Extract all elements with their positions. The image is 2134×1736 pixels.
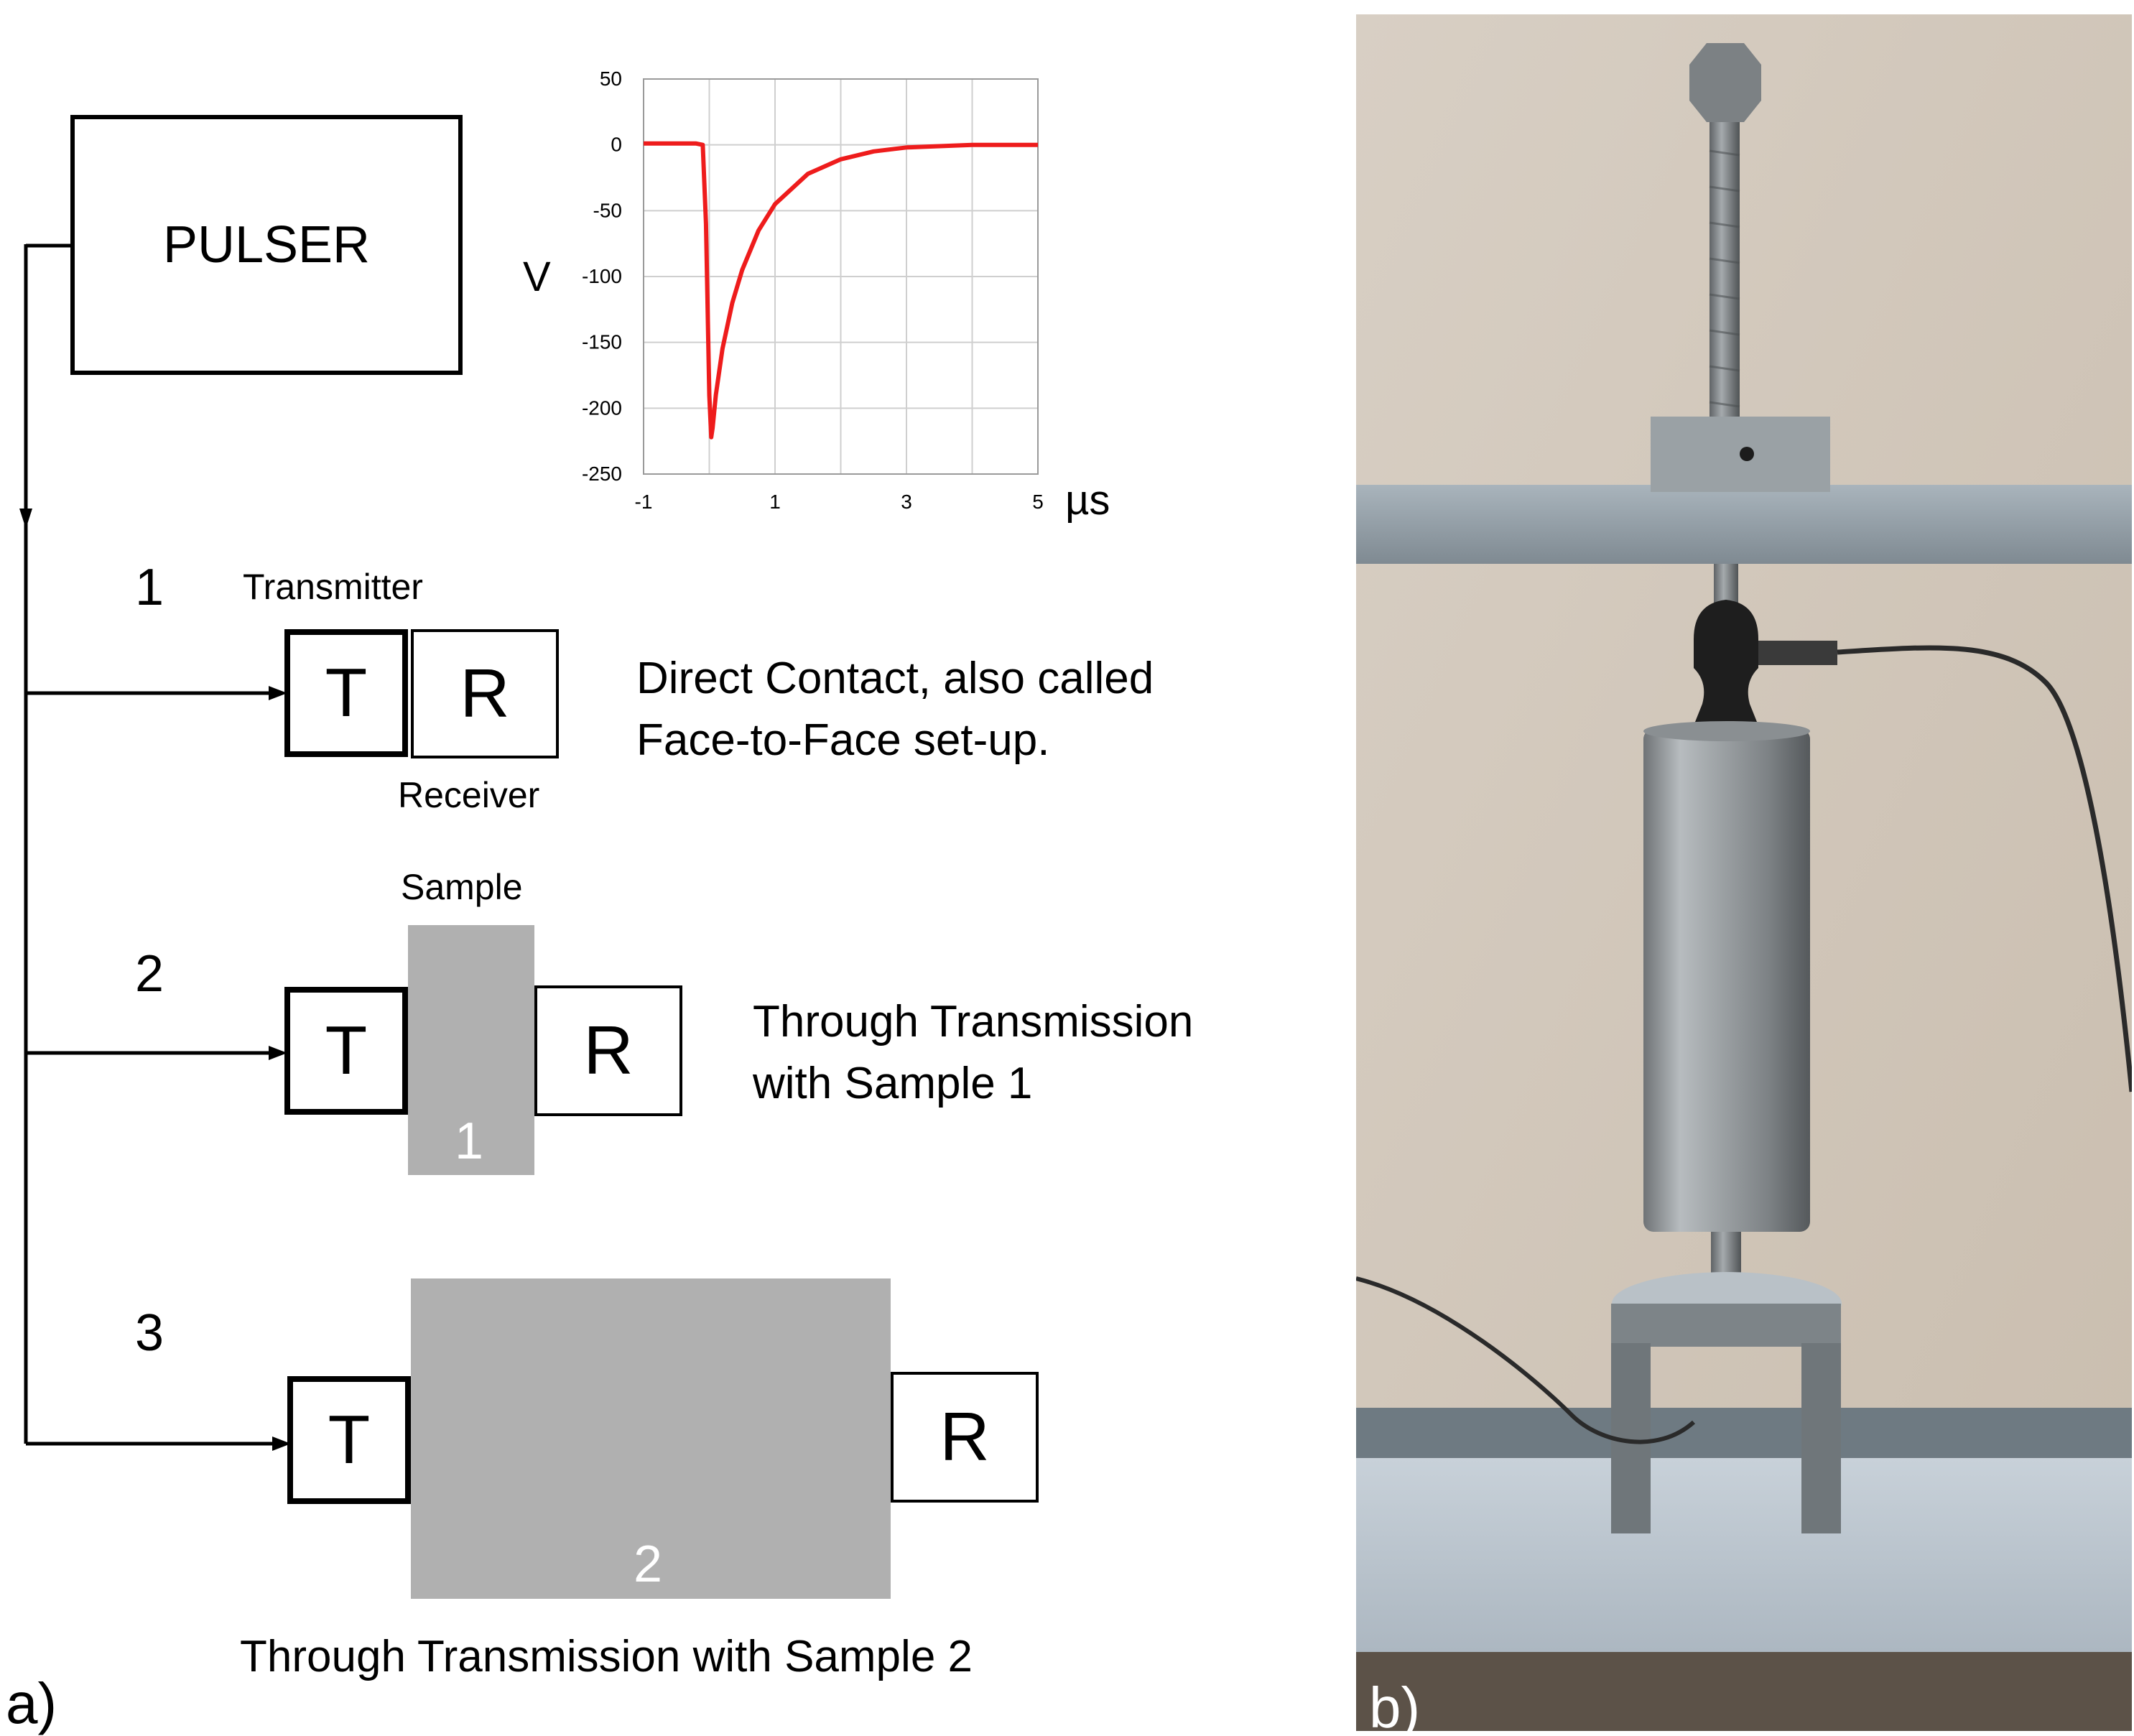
setup-1-receiver-label: R <box>460 655 510 732</box>
setup-3-receiver: R <box>891 1372 1039 1503</box>
wiring-diagram <box>19 243 291 1451</box>
setup-1-number: 1 <box>135 559 164 616</box>
photo-clamp-hole <box>1740 447 1754 461</box>
photo-receiver-cable <box>1356 1276 1696 1444</box>
setup-2-caption-line-1: Through Transmission <box>753 997 1194 1046</box>
setup-3-receiver-label: R <box>940 1398 990 1475</box>
branch-arrowhead-2 <box>269 1046 287 1060</box>
y-tick-label-5: -200 <box>582 396 622 419</box>
photo-cylinder-sample <box>1643 729 1810 1232</box>
setup-2-number: 2 <box>135 945 164 1003</box>
photo-lower-beam <box>1356 1408 2132 1458</box>
y-tick-label-3: -100 <box>582 265 622 287</box>
setup-3-number: 3 <box>135 1304 164 1362</box>
pulser-box: PULSER <box>70 115 463 375</box>
receiver-label: Receiver <box>398 775 540 815</box>
panel-b-label: b) <box>1369 1676 1421 1732</box>
setup-1-caption: Direct Contact, also called Face-to-Face… <box>636 648 1154 771</box>
setup-1-transmitter: T <box>284 629 408 757</box>
setup-1-transmitter-label: T <box>325 654 368 731</box>
photo-base-edge <box>1356 1652 2132 1731</box>
photo-cylinder-top <box>1643 721 1810 741</box>
sample-2-number: 2 <box>634 1536 663 1593</box>
setup-2-caption-line-2: with Sample 1 <box>753 1059 1033 1108</box>
photo-transducer-housing <box>1694 600 1758 725</box>
y-tick-label-0: 50 <box>600 68 622 90</box>
sample-label: Sample <box>401 867 523 907</box>
y-axis-label: V <box>523 254 551 300</box>
setup-1-receiver: R <box>411 629 559 758</box>
setup-2-caption: Through Transmission with Sample 1 <box>753 991 1193 1115</box>
setup-1-caption-line-1: Direct Contact, also called <box>636 654 1154 703</box>
pulser-label: PULSER <box>162 216 371 274</box>
y-tick-label-1: 0 <box>611 134 622 156</box>
sample-1-number: 1 <box>455 1113 484 1170</box>
setup-1-caption-line-2: Face-to-Face set-up. <box>636 715 1050 765</box>
setup-2-transmitter-label: T <box>325 1012 368 1089</box>
setup-2-receiver: R <box>534 985 682 1116</box>
setup-3-transmitter: T <box>287 1376 411 1504</box>
photo-signal-cable <box>1837 645 2132 1092</box>
x-tick-label-0: -1 <box>635 491 653 513</box>
sample-1 <box>408 925 534 1175</box>
panel-a-label: a) <box>6 1671 57 1735</box>
branch-arrowhead-3 <box>272 1436 291 1451</box>
setup-3-transmitter-label: T <box>328 1401 371 1478</box>
photo-bnc-connector <box>1758 641 1837 665</box>
x-tick-label-3: 5 <box>1032 491 1044 513</box>
plot-frame <box>643 78 1039 475</box>
branch-arrowhead-1 <box>269 686 287 700</box>
x-axis-label: µs <box>1065 477 1110 524</box>
pulse-waveform-chart: 50 0 -50 -100 -150 -200 -250 -1 1 3 5 Vµs <box>523 68 1110 524</box>
photo-hex-nut <box>1689 43 1761 122</box>
photo-base-plate <box>1356 1451 2132 1666</box>
series-line-0 <box>644 141 1038 440</box>
photo-threaded-rod <box>1709 86 1740 445</box>
y-tick-label-4: -150 <box>582 331 622 353</box>
y-tick-label-6: -250 <box>582 463 622 485</box>
trunk-arrowhead <box>19 509 32 529</box>
transmitter-label: Transmitter <box>243 567 423 607</box>
photo-stand-leg-right <box>1801 1343 1841 1533</box>
y-tick-label-2: -50 <box>593 199 622 221</box>
sample-2 <box>411 1278 891 1599</box>
panel-b-photo: b) <box>1356 14 2132 1731</box>
x-tick-label-1: 1 <box>769 491 781 513</box>
setup-3-caption: Through Transmission with Sample 2 <box>240 1632 973 1681</box>
photo-stand-top <box>1611 1304 1841 1347</box>
x-tick-label-2: 3 <box>901 491 912 513</box>
setup-2-receiver-label: R <box>583 1012 634 1089</box>
test-rig-illustration <box>1356 14 2132 1731</box>
photo-top-beam <box>1356 485 2132 564</box>
setup-2-transmitter: T <box>284 987 408 1115</box>
